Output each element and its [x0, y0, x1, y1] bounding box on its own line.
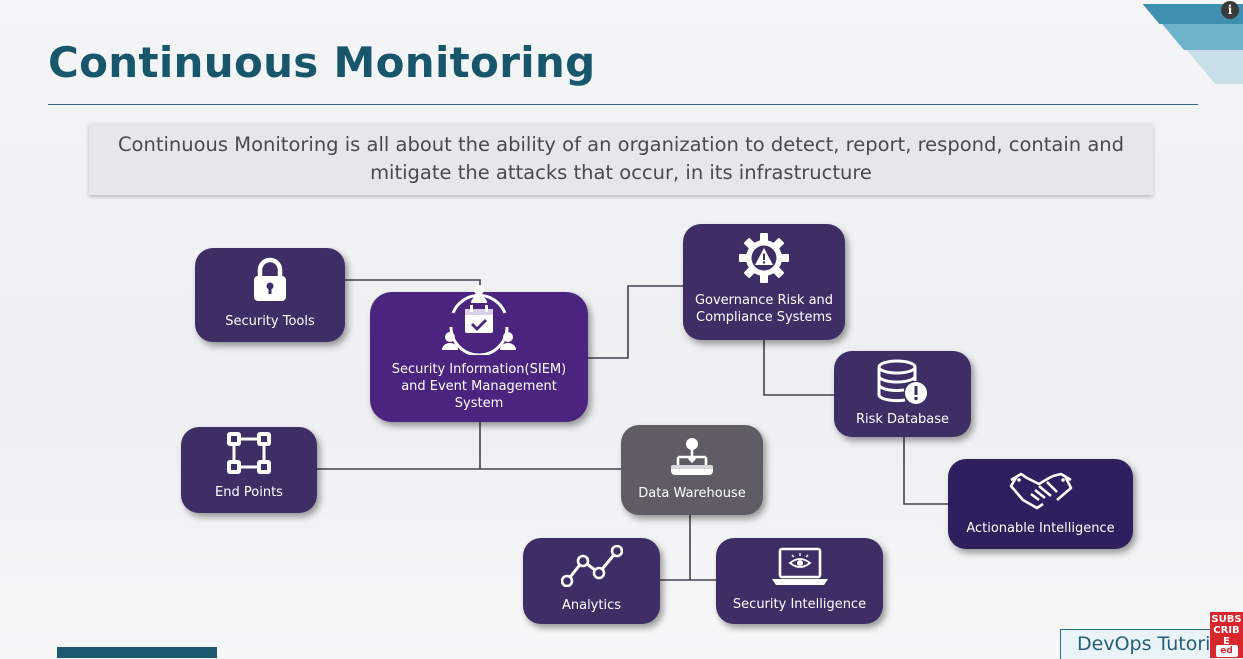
node-security-intelligence: Security Intelligence — [716, 538, 883, 624]
node-grc: Governance Risk and Compliance Systems — [683, 224, 845, 340]
info-icon[interactable]: i — [1221, 1, 1239, 19]
channel-badge-text: DevOps Tutorial — [1077, 633, 1228, 655]
node-label: Risk Database — [855, 412, 950, 427]
connector-siem-grc — [588, 285, 683, 359]
title-divider — [48, 104, 1198, 105]
data-hierarchy-icon — [670, 437, 714, 477]
connector-risk-actionable — [903, 437, 948, 505]
node-label: Governance Risk and Compliance Systems — [694, 293, 834, 325]
node-security-tools: Security Tools — [195, 248, 345, 342]
channel-logo-icon: ed — [1215, 645, 1238, 657]
network-nodes-icon — [226, 431, 272, 475]
summary-text: Continuous Monitoring is all about the a… — [117, 133, 1125, 184]
summary-box: Continuous Monitoring is all about the a… — [89, 123, 1153, 195]
node-risk-database: Risk Database — [834, 351, 971, 437]
subscribe-button[interactable]: SUBSCRIBE ed — [1210, 612, 1243, 658]
slide-title: Continuous Monitoring — [48, 38, 596, 87]
footer-accent-bar — [57, 647, 217, 658]
node-analytics: Analytics — [523, 538, 660, 624]
node-siem: Security Information(SIEM) and Event Man… — [370, 285, 588, 422]
node-label: Security Intelligence — [732, 597, 867, 612]
node-label: Actionable Intelligence — [966, 521, 1115, 536]
line-graph-icon — [560, 545, 623, 587]
node-data-warehouse: Data Warehouse — [621, 425, 763, 515]
node-end-points: End Points — [181, 427, 317, 513]
node-actionable-intelligence: Actionable Intelligence — [948, 459, 1133, 549]
node-label: Security Information(SIEM) and Event Man… — [391, 362, 567, 411]
node-label: Analytics — [561, 598, 622, 613]
node-label: End Points — [215, 485, 283, 500]
node-label: Security Tools — [225, 314, 315, 329]
database-alert-icon — [875, 359, 931, 407]
subscribe-label: SUBSCRIBE — [1211, 614, 1242, 644]
team-calendar-icon — [441, 283, 517, 355]
node-label: Data Warehouse — [638, 486, 746, 501]
gear-warning-icon — [738, 232, 790, 284]
lock-icon — [250, 257, 290, 303]
handshake-icon — [1009, 470, 1073, 512]
laptop-eye-icon — [770, 547, 830, 587]
connector-grc-risk — [763, 340, 834, 396]
